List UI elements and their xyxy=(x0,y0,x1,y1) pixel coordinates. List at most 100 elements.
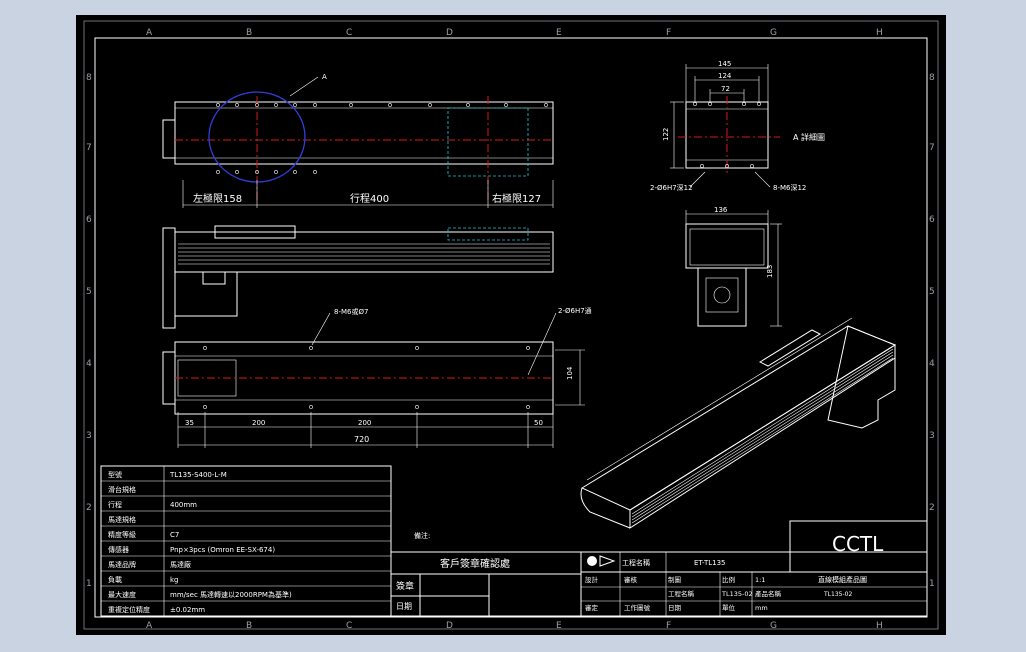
title-cell: TL135-02 xyxy=(721,590,753,598)
grid-col-label: A xyxy=(146,621,153,631)
grid-row-label: 6 xyxy=(929,215,935,225)
side-view xyxy=(162,225,554,329)
company-name: CCTL xyxy=(832,532,884,556)
title-cell: 制圖 xyxy=(668,575,681,584)
title-cell: mm xyxy=(755,604,768,612)
spec-key: 馬達品牌 xyxy=(108,560,136,569)
bottom-dim: 200 xyxy=(252,419,265,427)
spec-value: Pnp×3pcs (Omron EE-SX-674) xyxy=(170,546,275,554)
motor-height-dim: 183 xyxy=(766,265,774,278)
grid-col-label: C xyxy=(346,621,352,631)
title-cell: 審核 xyxy=(624,575,638,584)
grid-col-label: B xyxy=(246,28,252,38)
grid-row-label: 1 xyxy=(929,579,935,589)
hole-right-note: 8-M6深12 xyxy=(773,183,806,192)
logo-icon xyxy=(587,556,597,566)
spec-key: 最大速度 xyxy=(108,590,136,599)
title-cell: 日期 xyxy=(668,604,682,612)
grid-row-label: 2 xyxy=(86,503,92,513)
front-view: A 左極限158 行程400 右極限127 xyxy=(162,73,554,208)
grid-col-label: G xyxy=(770,28,777,38)
title-cell: 單位 xyxy=(722,603,736,612)
inner-frame xyxy=(94,37,928,618)
company-label: 工程名稱 xyxy=(622,558,650,567)
stroke-dim: 行程400 xyxy=(350,192,389,205)
grid-col-label: F xyxy=(666,621,671,631)
grid-col-label: G xyxy=(770,621,777,631)
hole-note: 8-M6或Ø7 xyxy=(334,307,368,316)
grid-row-label: 7 xyxy=(86,143,92,153)
grid-row-label: 2 xyxy=(929,503,935,513)
grid-row-label: 1 xyxy=(86,579,92,589)
grid-col-label: H xyxy=(876,28,883,38)
grid-row-label: 8 xyxy=(86,73,92,83)
spec-value: 馬達廠 xyxy=(170,560,191,569)
drawing-number: TL135-02 xyxy=(823,591,852,598)
spec-value: kg xyxy=(170,576,179,584)
grid-row-label: 5 xyxy=(929,287,935,297)
spec-key: 馬達規格 xyxy=(108,515,136,524)
notes-label: 備注: xyxy=(414,531,430,540)
grid-row-label: 5 xyxy=(86,287,92,297)
grid-row-label: 4 xyxy=(86,359,92,369)
hole-left-note: 2-Ø6H7深12 xyxy=(650,183,693,192)
grid-col-label: E xyxy=(556,28,562,38)
pin-note: 2-Ø6H7通 xyxy=(558,306,592,315)
spec-key: 型號 xyxy=(108,470,122,479)
total-length-dim: 720 xyxy=(354,435,369,444)
grid-col-label: B xyxy=(246,621,252,631)
product-name: 直線模組產品圖 xyxy=(818,575,867,584)
title-cell: 產品名稱 xyxy=(755,589,782,598)
bottom-height-dim: 104 xyxy=(566,366,574,380)
spec-value: ±0.02mm xyxy=(170,606,205,614)
spec-key: 行程 xyxy=(108,500,122,509)
title-cell: 設計 xyxy=(585,575,599,584)
spec-key: 負載 xyxy=(108,575,122,584)
grid-row-label: 8 xyxy=(929,73,935,83)
detail-label: A xyxy=(322,73,327,81)
right-limit-dim: 右極限127 xyxy=(492,192,541,205)
grid-row-label: 4 xyxy=(929,359,935,369)
spec-value: 400mm xyxy=(170,501,197,509)
grid-row-label: 3 xyxy=(86,431,92,441)
detail-note: A 詳細圖 xyxy=(793,132,825,142)
grid-col-label: A xyxy=(146,28,153,38)
grid-col-label: D xyxy=(446,28,453,38)
customer-date: 日期 xyxy=(396,602,412,611)
end-height-dim: 122 xyxy=(662,128,670,141)
spec-value: C7 xyxy=(170,531,179,539)
model-no: ET-TL135 xyxy=(694,559,725,567)
title-cell: 審定 xyxy=(585,603,599,612)
end-view: 145 124 72 122 A 詳細圖 2-Ø6H7深12 8-M6深12 xyxy=(650,60,825,192)
spec-value: mm/sec 馬達轉速以2000RPM為基準) xyxy=(170,590,292,599)
grid-row-label: 7 xyxy=(929,143,935,153)
spec-key: 精度等級 xyxy=(108,530,136,539)
title-cell: 1:1 xyxy=(755,576,765,584)
grid-col-label: D xyxy=(446,621,453,631)
grid-row-label: 3 xyxy=(929,431,935,441)
spec-key: 傳感器 xyxy=(108,545,129,554)
grid-col-label: E xyxy=(556,621,562,631)
grid-col-label: C xyxy=(346,28,352,38)
title-cell: 比例 xyxy=(722,575,735,584)
customer-title: 客戶簽章確認處 xyxy=(440,557,510,570)
end-dim-145: 145 xyxy=(718,60,731,68)
grid-row-label: 6 xyxy=(86,215,92,225)
outer-frame xyxy=(83,20,939,630)
left-limit-dim: 左極限158 xyxy=(193,192,242,205)
spec-key: 滑台規格 xyxy=(108,485,136,494)
motor-view: 136 183 xyxy=(685,206,782,327)
end-dim-72: 72 xyxy=(721,85,730,93)
spec-key: 重複定位精度 xyxy=(108,605,150,614)
isometric-view xyxy=(580,317,897,529)
title-cell: 工程名稱 xyxy=(668,589,695,598)
bottom-dim: 35 xyxy=(185,419,194,427)
detail-circle xyxy=(208,91,306,183)
title-cell: 工作圖號 xyxy=(624,603,651,612)
